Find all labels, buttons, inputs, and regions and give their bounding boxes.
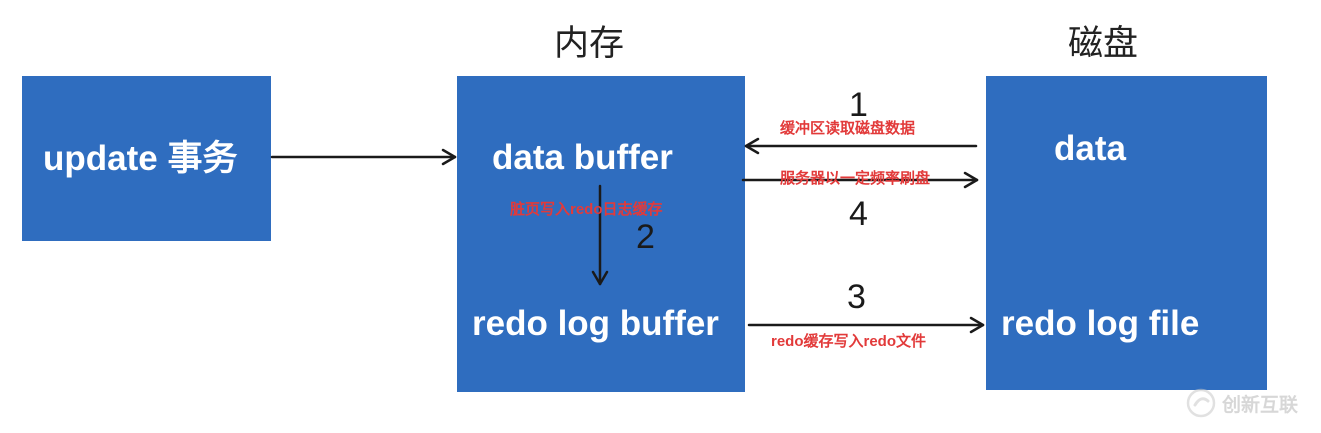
arrow-redo-to-file-head (969, 316, 985, 334)
step-1-label: 1 (849, 86, 868, 124)
note-redo-write: redo缓存写入redo文件 (771, 333, 927, 350)
redo-log-file-label: redo log file (1001, 304, 1200, 343)
watermark-text: 创新互联 (1222, 393, 1299, 416)
transaction-label: update 事务 (43, 139, 238, 178)
data-label: data (1054, 129, 1126, 168)
arrow-buffer-to-redo-head (591, 270, 609, 286)
step-3-label: 3 (847, 278, 866, 316)
arrow-transaction-to-buffer-head (441, 148, 457, 166)
disk-header: 磁盘 (1068, 24, 1139, 64)
data-buffer-label: data buffer (492, 138, 673, 177)
step-2-label: 2 (636, 218, 655, 256)
note-read-disk: 缓冲区读取磁盘数据 (780, 120, 916, 137)
note-flush-disk: 服务器以一定频率刷盘 (780, 170, 931, 187)
arrow-disk-to-buffer-head (744, 137, 760, 155)
disk-box (986, 76, 1267, 390)
redo-log-buffer-label: redo log buffer (472, 304, 719, 343)
memory-header: 内存 (554, 24, 625, 64)
step-4-label: 4 (849, 195, 868, 233)
watermark: 创新互联 (1186, 388, 1298, 418)
transaction-box (22, 76, 271, 241)
note-dirty-page: 脏页写入redo日志缓存 (510, 201, 663, 218)
watermark-logo-icon (1186, 388, 1216, 418)
arrow-buffer-to-disk-head (963, 171, 979, 189)
